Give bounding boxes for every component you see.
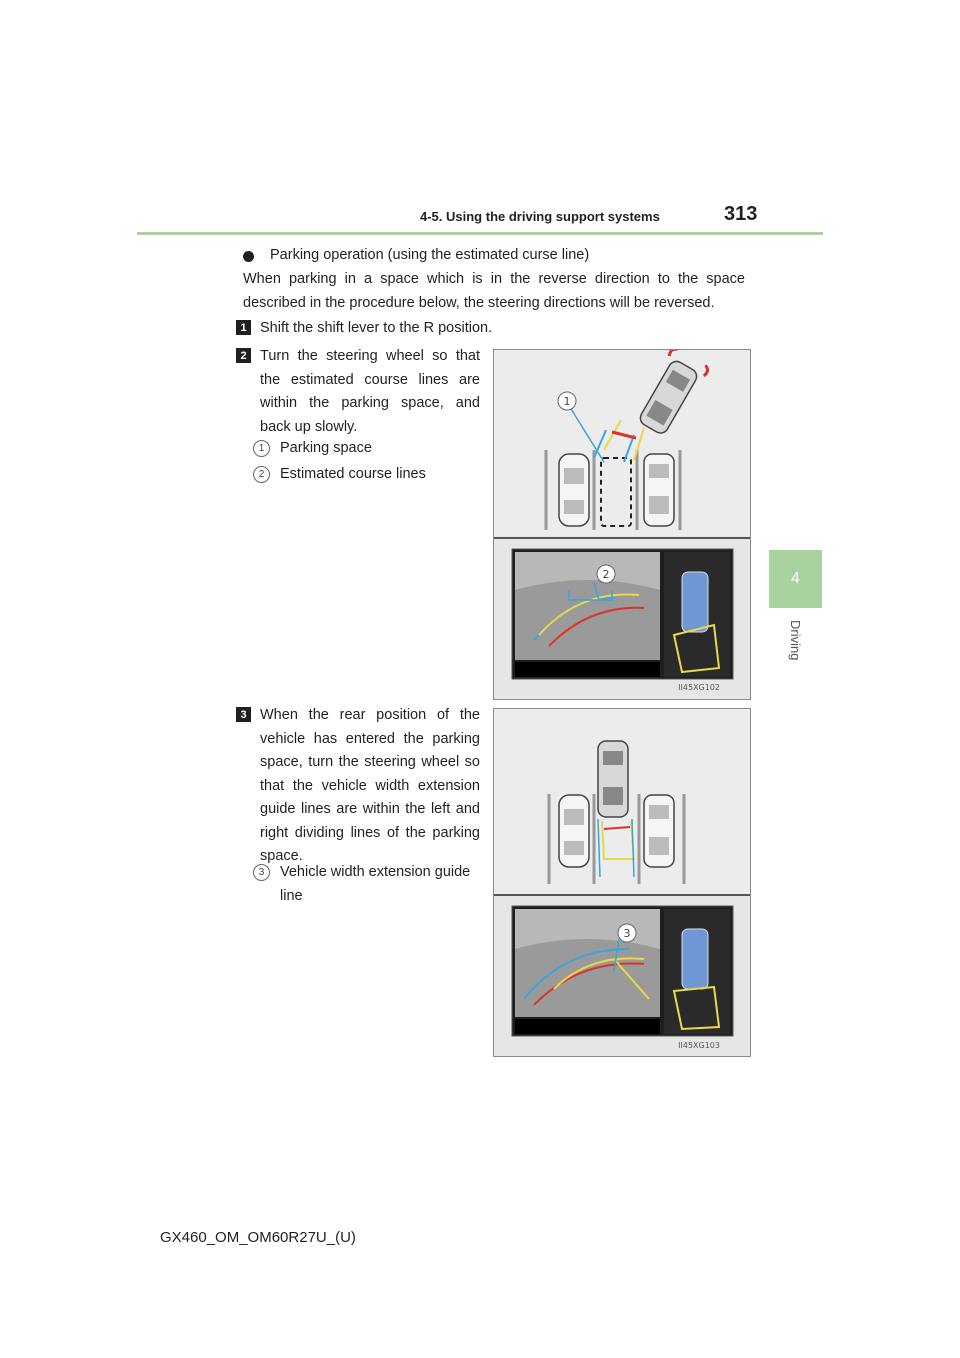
parked-car-left-icon	[558, 794, 590, 868]
svg-text:2: 2	[603, 568, 610, 581]
step-2-badge: 2	[236, 348, 251, 363]
callout-2-badge: 2	[253, 466, 270, 483]
document-code: GX460_OM_OM60R27U_(U)	[160, 1229, 356, 1246]
callout-2-label: Estimated course lines	[280, 466, 426, 482]
step-3-text: When the rear position of the vehicle ha…	[260, 707, 480, 864]
section-title: 4-5. Using the driving support systems	[420, 209, 660, 224]
callout-1-badge: 1	[253, 440, 270, 457]
figure-2-code: II45XG103	[678, 1041, 720, 1050]
figure-parking-step-2: 1 2 II45XG102	[493, 347, 751, 700]
figure-parking-step-3: 3 II45XG103	[493, 708, 751, 1057]
parked-car-left-icon	[558, 453, 590, 527]
callout-1-label: Parking space	[280, 440, 372, 456]
header-divider	[137, 232, 823, 235]
parked-car-right-icon	[643, 453, 675, 527]
bullet-title: Parking operation (using the estimated c…	[270, 247, 590, 263]
parked-car-right-icon	[643, 794, 675, 868]
callout-3-label: Vehicle width extension guide line	[280, 864, 471, 904]
figure-3-illustration: 3 II45XG103	[494, 709, 750, 1050]
reversing-car-icon	[639, 347, 710, 434]
step-1-text: Shift the shift lever to the R position.	[260, 320, 493, 336]
step-1-badge: 1	[236, 320, 251, 335]
callout-3-badge: 3	[253, 864, 270, 881]
step-3-badge: 3	[236, 707, 251, 722]
figure-1-code: II45XG102	[678, 683, 720, 692]
svg-text:1: 1	[564, 395, 571, 408]
step-2-text: Turn the steering wheel so that the esti…	[260, 348, 480, 435]
reversing-car-icon	[597, 740, 629, 818]
page-number: 313	[724, 203, 758, 225]
svg-text:3: 3	[624, 927, 631, 940]
bullet-body: When parking in a space which is in the …	[243, 271, 745, 311]
figure-2-illustration: 1 2 II45XG102	[494, 347, 750, 692]
chapter-label: Driving	[788, 620, 803, 661]
chapter-tab[interactable]: 4	[769, 550, 822, 608]
bullet-icon	[243, 251, 254, 262]
